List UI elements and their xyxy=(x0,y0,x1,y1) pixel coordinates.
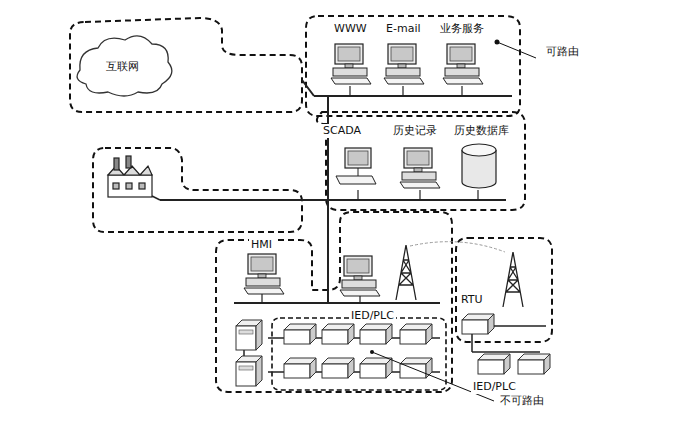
server-label: WWW xyxy=(332,22,369,36)
device-group-label: IED/PLC xyxy=(471,380,518,394)
hmi-label: HMI xyxy=(249,238,274,252)
station-label: SCADA xyxy=(321,124,363,138)
rtu-label: RTU xyxy=(459,293,485,307)
annotation-label: 不可路由 xyxy=(498,394,546,408)
annotation-label: 可路由 xyxy=(544,45,581,59)
station-label: 历史记录 xyxy=(391,124,439,138)
node-text: 历史数据库 xyxy=(454,124,509,138)
cloud-label: 互联网 xyxy=(104,60,141,74)
device-group-label: IED/PLC xyxy=(349,309,396,323)
node-text: 历史记录 xyxy=(393,124,437,138)
server-label: E-mail xyxy=(384,22,423,36)
node-text: WWW xyxy=(334,22,367,36)
node-text: E-mail xyxy=(386,22,421,36)
node-text: HMI xyxy=(251,238,272,252)
node-text: 互联网 xyxy=(106,60,139,74)
server-label: 业务服务 xyxy=(438,22,486,36)
node-text: RTU xyxy=(461,293,483,307)
node-text: IED/PLC xyxy=(351,309,394,323)
database-label: 历史数据库 xyxy=(452,124,511,138)
node-text: SCADA xyxy=(323,124,361,138)
node-text: IED/PLC xyxy=(473,380,516,394)
node-text: 业务服务 xyxy=(440,22,484,36)
